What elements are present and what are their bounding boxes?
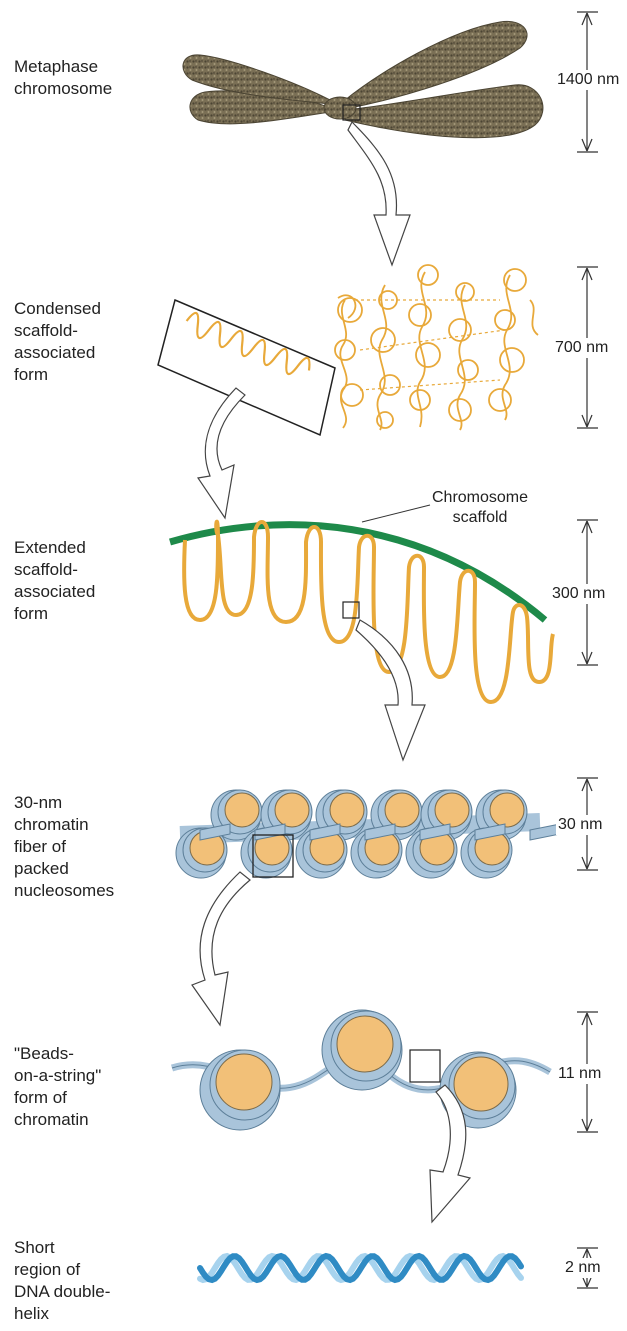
level-label-condensed: Condensed scaffold- associated form <box>14 298 101 386</box>
chromatin-fiber <box>176 790 560 878</box>
callout-line <box>362 505 430 522</box>
level-label-dna: Short region of DNA double- helix <box>14 1237 110 1325</box>
condensed-form <box>158 265 538 435</box>
level-label-beads: "Beads- on-a-string" form of chromatin <box>14 1043 101 1131</box>
beads-on-a-string <box>172 1010 550 1130</box>
dna-double-helix <box>200 1256 521 1280</box>
zoom-arrow <box>192 872 250 1025</box>
zoom-arrow <box>198 388 245 518</box>
nucleosome <box>322 1010 402 1090</box>
scaffold-callout: Chromosome scaffold <box>432 488 528 528</box>
size-label-30nm: 30 nm <box>556 815 604 835</box>
size-label-700nm: 700 nm <box>553 338 610 358</box>
zoom-arrow <box>356 620 425 760</box>
metaphase-chromosome <box>183 21 543 137</box>
zoom-box <box>410 1050 440 1082</box>
level-label-metaphase: Metaphase chromosome <box>14 56 112 100</box>
size-label-11nm: 11 nm <box>556 1064 603 1084</box>
nucleosome <box>200 1050 280 1130</box>
size-label-300nm: 300 nm <box>550 584 607 604</box>
level-label-extended: Extended scaffold- associated form <box>14 537 95 625</box>
size-label-1400nm: 1400 nm <box>555 70 621 90</box>
level-label-30nm-fiber: 30-nm chromatin fiber of packed nucleoso… <box>14 792 114 902</box>
size-label-2nm: 2 nm <box>563 1258 603 1278</box>
extended-form <box>170 505 553 702</box>
zoom-arrow <box>348 122 410 265</box>
